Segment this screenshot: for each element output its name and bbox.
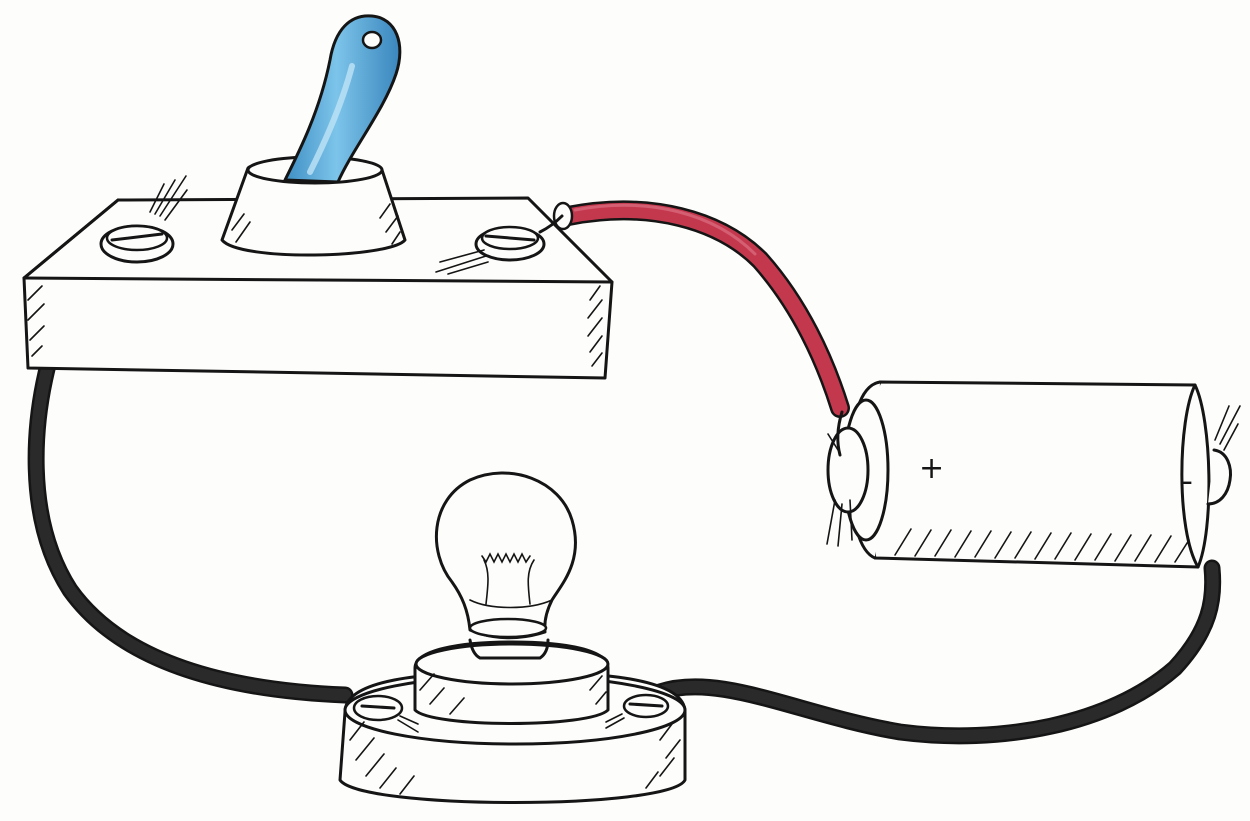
battery: + - xyxy=(826,380,1241,569)
battery-negative-label: - xyxy=(1182,464,1193,499)
battery-positive-terminal xyxy=(826,380,890,560)
bulb-socket xyxy=(413,640,610,725)
toggle-switch xyxy=(22,14,614,380)
black-wire-bulb-to-battery xyxy=(651,559,1222,745)
battery-positive-label: + xyxy=(919,451,944,486)
switch-terminal-right xyxy=(435,214,564,275)
lever-hole xyxy=(361,30,383,50)
switch-terminal-left xyxy=(99,175,188,264)
bulb-terminal-left xyxy=(352,694,419,733)
light-bulb xyxy=(434,471,577,660)
battery-negative-terminal xyxy=(1206,405,1241,506)
light-bulb-assembly xyxy=(338,471,687,804)
switch-lever xyxy=(283,14,402,184)
bulb-terminal-right xyxy=(605,693,670,729)
switch-lever-housing xyxy=(220,155,407,257)
